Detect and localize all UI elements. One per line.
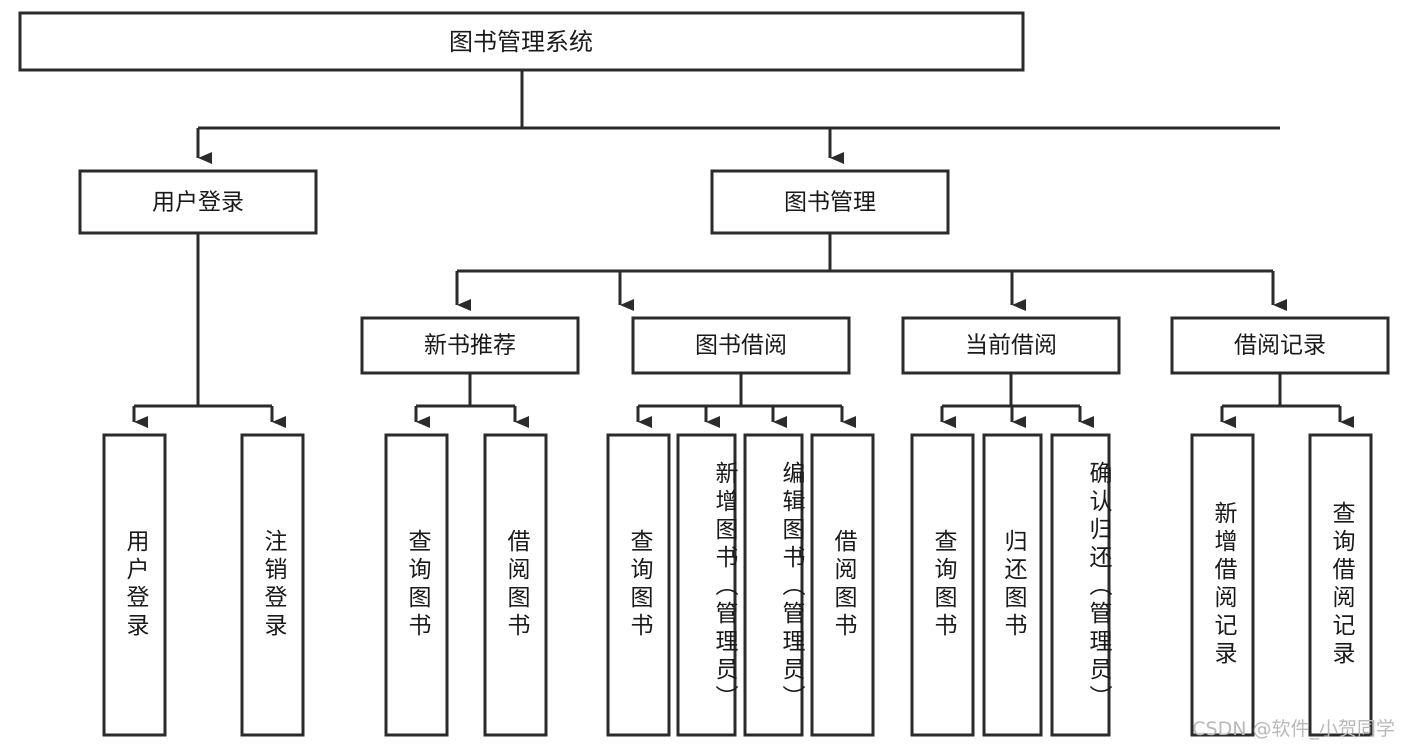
node-root[interactable]: 图书管理系统 (18, 11, 1025, 72)
connector-book-management-to-level2 (455, 233, 1287, 311)
node-root-box[interactable] (18, 11, 1025, 72)
csdn-watermark: CSDN @软件_小贺同学 (1192, 718, 1395, 740)
connector-current-borrow-to-leaves (940, 373, 1094, 428)
connector-root-to-level1 (196, 70, 1280, 164)
leaf-box-cb-query-book[interactable] (910, 433, 975, 737)
node-user-login[interactable]: 用户登录 (78, 169, 318, 235)
leaf-boxes (102, 433, 1373, 737)
leaf-box-user-login[interactable] (102, 433, 167, 737)
leaf-box-bb-borrow-book[interactable] (810, 433, 875, 737)
connector-user-login-to-leaves (132, 233, 286, 428)
node-current-borrow[interactable]: 当前借阅 (901, 316, 1121, 375)
node-current-borrow-label: 当前借阅 (965, 333, 1057, 359)
node-user-login-box[interactable] (78, 169, 318, 235)
node-book-borrow[interactable]: 图书借阅 (631, 316, 851, 375)
node-borrow-record[interactable]: 借阅记录 (1170, 316, 1390, 375)
leaf-box-bb-query-book[interactable] (606, 433, 671, 737)
leaf-box-user-logout[interactable] (240, 433, 305, 737)
node-book-management[interactable]: 图书管理 (710, 169, 950, 235)
leaf-box-br-query-record[interactable] (1308, 433, 1373, 737)
node-borrow-record-label: 借阅记录 (1234, 333, 1326, 359)
node-book-borrow-label: 图书借阅 (695, 333, 787, 359)
leaf-box-nb-borrow-book[interactable] (483, 433, 548, 737)
leaf-box-br-add-record[interactable] (1190, 433, 1255, 737)
node-book-management-label: 图书管理 (784, 190, 876, 216)
node-root-label: 图书管理系统 (449, 28, 593, 56)
node-current-borrow-box[interactable] (901, 316, 1121, 375)
node-user-login-label: 用户登录 (152, 190, 244, 216)
node-new-book-recommend-label: 新书推荐 (424, 333, 516, 359)
leaf-box-bb-edit-book[interactable] (743, 433, 804, 737)
node-new-book-recommend-box[interactable] (360, 316, 580, 375)
node-new-book-recommend[interactable]: 新书推荐 (360, 316, 580, 375)
connector-new-book-recommend-to-leaves (414, 373, 529, 428)
leaf-box-cb-confirm-return[interactable] (1050, 433, 1111, 737)
connector-book-borrow-to-leaves (636, 373, 856, 428)
leaf-box-nb-query-book[interactable] (384, 433, 449, 737)
leaf-box-bb-add-book[interactable] (676, 433, 737, 737)
leaf-box-cb-return-book[interactable] (982, 433, 1043, 737)
connector-borrow-record-to-leaves (1220, 373, 1354, 428)
